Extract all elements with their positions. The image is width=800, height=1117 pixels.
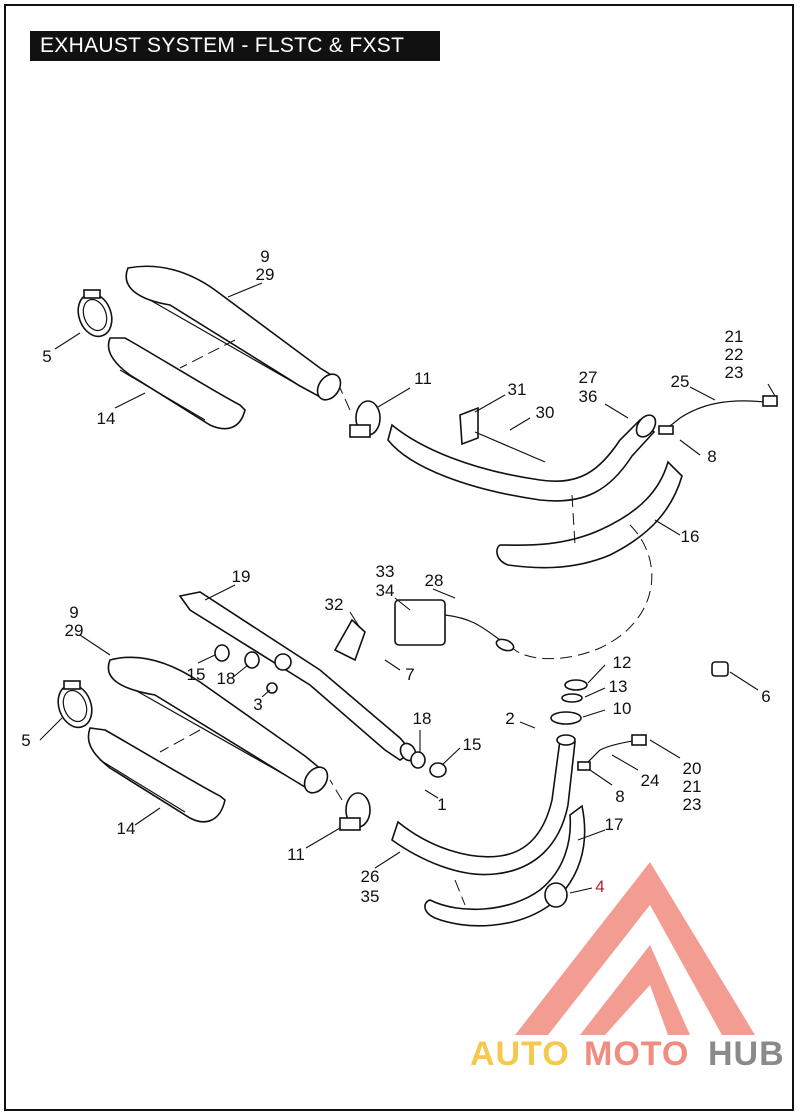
callout-4: 4 <box>595 877 604 896</box>
watermark-word-auto: AUTO <box>470 1035 570 1073</box>
lower-clamps-small <box>214 644 447 778</box>
callout-8-bottom: 8 <box>615 787 624 806</box>
callout-13: 13 <box>609 677 628 696</box>
watermark-word-hub: HUB <box>708 1035 785 1073</box>
upper-pipe-clamp <box>349 400 381 438</box>
lower-header-pipe <box>391 734 576 876</box>
callout-34: 34 <box>376 581 395 600</box>
callout-21-top: 21 <box>725 327 744 346</box>
callout-31: 31 <box>508 380 527 399</box>
upper-muffler-clamp <box>77 289 113 338</box>
upper-oxygen-sensor <box>658 395 778 435</box>
callout-29-top: 29 <box>256 265 275 284</box>
watermark-word-moto: MOTO <box>584 1035 690 1073</box>
callout-23-bottom: 23 <box>683 795 702 814</box>
lower-muffler <box>107 656 329 794</box>
callout-leaders <box>39 282 776 894</box>
callout-3: 3 <box>253 695 262 714</box>
callout-30: 30 <box>536 403 555 422</box>
callout-32: 32 <box>325 595 344 614</box>
upper-muffler <box>125 265 342 401</box>
callout-22: 22 <box>725 345 744 364</box>
upper-bracket <box>459 406 546 463</box>
callout-21-bottom: 21 <box>683 777 702 796</box>
callout-5-top: 5 <box>42 347 51 366</box>
callout-11-bottom: 11 <box>287 845 305 864</box>
callout-1: 1 <box>437 795 446 814</box>
callout-29-bottom: 29 <box>65 621 84 640</box>
callout-14-top: 14 <box>97 409 116 428</box>
callout-36: 36 <box>579 387 598 406</box>
upper-header-pipe <box>387 414 657 502</box>
lower-muffler-heat-shield <box>87 727 226 823</box>
callout-5-bottom: 5 <box>21 731 30 750</box>
callout-labels: 9 29 5 14 11 31 30 27 36 25 21 22 23 8 1… <box>21 247 770 906</box>
callout-9-top: 9 <box>260 247 269 266</box>
callout-35: 35 <box>361 887 380 906</box>
callout-15-left: 15 <box>187 665 206 684</box>
sensor-cap <box>711 661 729 677</box>
lower-oxygen-sensor <box>577 734 647 771</box>
callout-11-top: 11 <box>414 369 432 388</box>
callout-17: 17 <box>605 815 624 834</box>
small-clamp <box>544 882 568 908</box>
callout-24: 24 <box>641 771 660 790</box>
callout-15-right: 15 <box>463 735 482 754</box>
callout-26: 26 <box>361 867 380 886</box>
callout-6: 6 <box>761 687 770 706</box>
callout-18-left: 18 <box>217 669 236 688</box>
watermark-logo-mark <box>515 862 755 1035</box>
diagram-frame <box>4 4 794 1111</box>
callout-27: 27 <box>579 368 598 387</box>
callout-16: 16 <box>681 527 700 546</box>
callout-23-top: 23 <box>725 363 744 382</box>
upper-header-heat-shield <box>496 460 683 569</box>
exhaust-actuator <box>394 599 515 652</box>
callout-9-bottom: 9 <box>69 603 78 622</box>
actuator-bracket <box>333 618 366 662</box>
callout-12: 12 <box>613 653 632 672</box>
callout-14-bottom: 14 <box>117 819 136 838</box>
lower-muffler-clamp <box>57 680 93 729</box>
page-title: EXHAUST SYSTEM - FLSTC & FXST <box>30 31 440 61</box>
callout-33: 33 <box>376 562 395 581</box>
callout-28: 28 <box>425 571 444 590</box>
flange-gaskets <box>550 679 588 725</box>
callout-7: 7 <box>405 665 414 684</box>
upper-muffler-heat-shield <box>107 337 246 430</box>
callout-10: 10 <box>613 699 632 718</box>
callout-18-right: 18 <box>413 709 432 728</box>
lower-pipe-clamp <box>339 792 371 831</box>
callout-2: 2 <box>505 709 514 728</box>
callout-8-top: 8 <box>707 447 716 466</box>
callout-20: 20 <box>683 759 702 778</box>
callout-19: 19 <box>232 567 251 586</box>
callout-25: 25 <box>671 372 690 391</box>
